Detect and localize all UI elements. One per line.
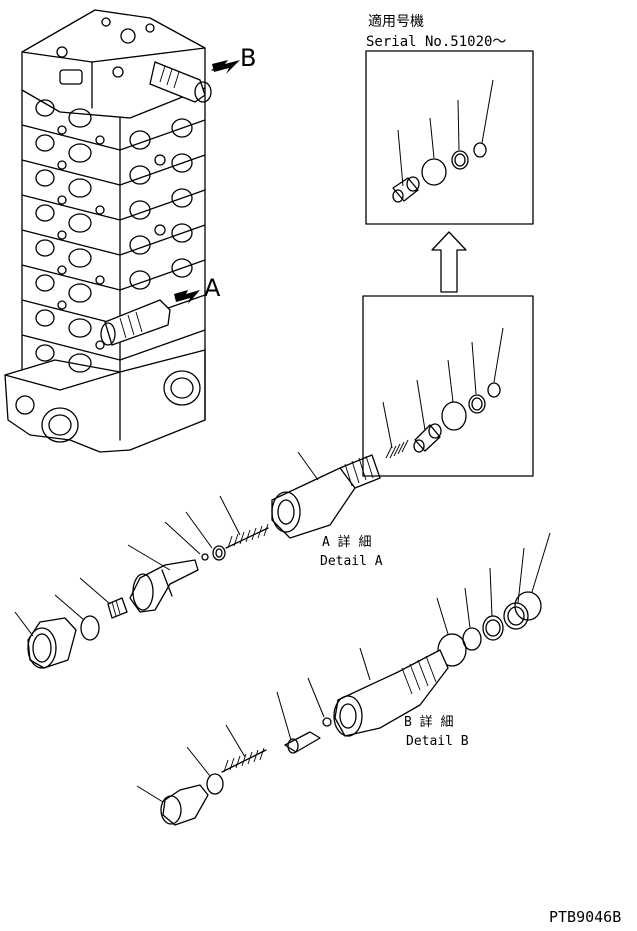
serial-number-label: Serial No.51020～ [366, 34, 506, 50]
callout-label-b: B [240, 44, 256, 72]
drawing-number: PTB9046B [549, 908, 621, 926]
detail-a-label-jp: A 詳 細 [322, 534, 371, 550]
control-valve-assembly [4, 9, 212, 453]
detail-b-label-en: Detail B [406, 734, 469, 749]
detail-a-exploded-parts [14, 451, 381, 669]
detail-a-label-en: Detail A [320, 554, 383, 569]
callout-arrow-a [174, 290, 200, 304]
callout-arrow-b [211, 60, 240, 74]
detail-b-exploded-parts [136, 532, 551, 826]
revision-arrow [431, 231, 467, 293]
detail-b-label-jp: B 詳 細 [404, 714, 453, 730]
inset-old-parts-box [362, 295, 534, 477]
applicable-serial-title: 適用号機 [368, 13, 424, 30]
inset-new-parts-box [365, 50, 534, 225]
callout-label-a: A [204, 274, 221, 302]
